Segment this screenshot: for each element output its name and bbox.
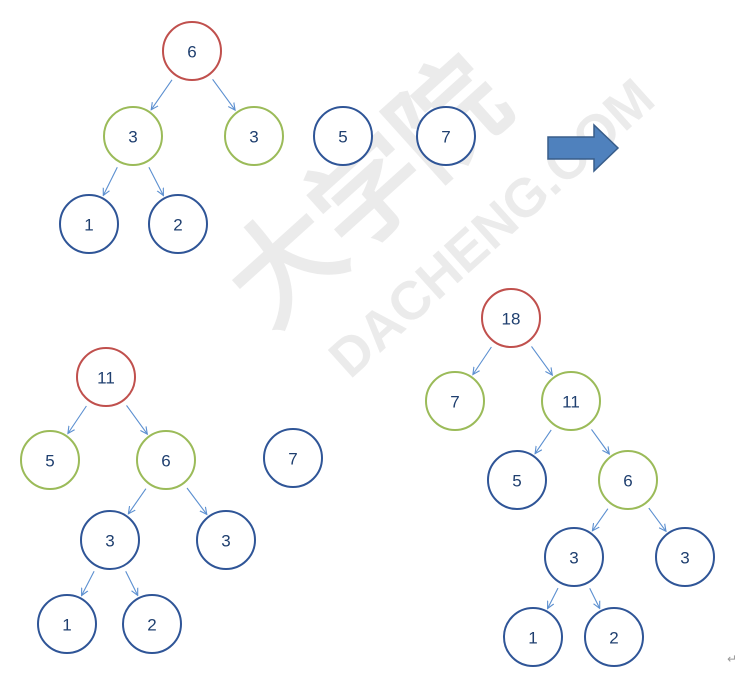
node-label: 6: [187, 43, 196, 62]
tree-node-internal: 7: [425, 371, 485, 431]
block-arrow-right-icon: [547, 123, 620, 173]
node-label: 2: [609, 629, 618, 648]
node-label: 3: [569, 549, 578, 568]
node-circle: [425, 371, 485, 431]
edge-arrow: [648, 507, 666, 531]
node-label: 3: [249, 128, 258, 147]
node-circle: [544, 527, 604, 587]
tree-node-internal: 5: [20, 430, 80, 490]
tree-node-internal: 3: [103, 106, 163, 166]
node-circle: [416, 106, 476, 166]
watermark: 大学院 DACHENG.COM: [204, 36, 666, 389]
edge-arrow: [125, 571, 138, 595]
node-label: 3: [680, 549, 689, 568]
edge-arrow: [473, 346, 492, 375]
edge-arrow: [151, 79, 173, 110]
node-label: 1: [84, 216, 93, 235]
edge-arrow: [126, 405, 148, 434]
paragraph-mark-icon: ↵: [726, 652, 737, 666]
node-circle: [20, 430, 80, 490]
node-circle: [481, 288, 541, 348]
node-circle: [37, 594, 97, 654]
node-label: 18: [502, 310, 521, 329]
tree-node-root: 11: [76, 347, 136, 407]
edge-arrow: [212, 78, 236, 110]
node-circle: [76, 347, 136, 407]
node-circle: [313, 106, 373, 166]
tree-node-leaf: 1: [37, 594, 97, 654]
edge-arrow: [128, 488, 147, 514]
nodes-layer: 6 3 3 1 2 5 7 11 5 6 3 3 1 2 7 18 7 11 5 6 3 3 1 2: [20, 21, 715, 667]
node-label: 5: [45, 452, 54, 471]
tree-node-internal: 11: [541, 371, 601, 431]
node-circle: [541, 371, 601, 431]
node-circle: [162, 21, 222, 81]
edge-arrow: [103, 167, 118, 195]
edge-arrow: [531, 346, 553, 375]
node-circle: [122, 594, 182, 654]
tree-node-internal: 6: [136, 430, 196, 490]
node-circle: [136, 430, 196, 490]
node-label: 5: [338, 128, 347, 147]
node-label: 6: [161, 452, 170, 471]
node-label: 7: [441, 128, 450, 147]
tree-node-leaf: 1: [59, 194, 119, 254]
tree-node-internal: 3: [224, 106, 284, 166]
tree-node-leaf: 3: [655, 527, 715, 587]
edge-arrow: [591, 429, 610, 454]
edge-arrow: [589, 588, 600, 608]
tree-node-internal: 6: [598, 450, 658, 510]
node-circle: [148, 194, 208, 254]
node-circle: [263, 428, 323, 488]
tree-node-leaf: 5: [313, 106, 373, 166]
edge-arrow: [186, 487, 207, 514]
edge-arrow: [535, 429, 552, 454]
edge-arrow: [82, 570, 95, 595]
tree-node-root: 18: [481, 288, 541, 348]
tree-node-leaf: 3: [544, 527, 604, 587]
node-label: 1: [528, 629, 537, 648]
node-circle: [224, 106, 284, 166]
edge-arrow: [548, 587, 559, 608]
node-label: 6: [623, 472, 632, 491]
tree-node-leaf: 3: [80, 510, 140, 570]
node-label: 3: [105, 532, 114, 551]
node-label: 11: [562, 393, 580, 412]
node-circle: [503, 607, 563, 667]
node-label: 5: [512, 472, 521, 491]
node-circle: [80, 510, 140, 570]
node-label: 3: [128, 128, 137, 147]
node-label: 3: [221, 532, 230, 551]
tree-node-leaf: 2: [122, 594, 182, 654]
node-circle: [655, 527, 715, 587]
tree-node-root: 6: [162, 21, 222, 81]
node-circle: [598, 450, 658, 510]
edge-arrow: [592, 508, 609, 531]
tree-node-leaf: 2: [584, 607, 644, 667]
tree-node-leaf: 7: [263, 428, 323, 488]
node-label: 2: [147, 616, 156, 635]
tree-node-leaf: 3: [196, 510, 256, 570]
node-label: 7: [288, 450, 297, 469]
tree-node-leaf: 2: [148, 194, 208, 254]
edge-arrow: [68, 405, 87, 434]
tree-node-leaf: 5: [487, 450, 547, 510]
node-label: 2: [173, 216, 182, 235]
node-circle: [103, 106, 163, 166]
node-label: 1: [62, 616, 71, 635]
edges-layer: [68, 78, 666, 608]
edge-arrow: [148, 166, 164, 195]
node-label: 11: [97, 369, 115, 388]
node-circle: [59, 194, 119, 254]
tree-node-leaf: 7: [416, 106, 476, 166]
node-circle: [487, 450, 547, 510]
node-circle: [584, 607, 644, 667]
node-circle: [196, 510, 256, 570]
tree-node-leaf: 1: [503, 607, 563, 667]
node-label: 7: [450, 393, 459, 412]
